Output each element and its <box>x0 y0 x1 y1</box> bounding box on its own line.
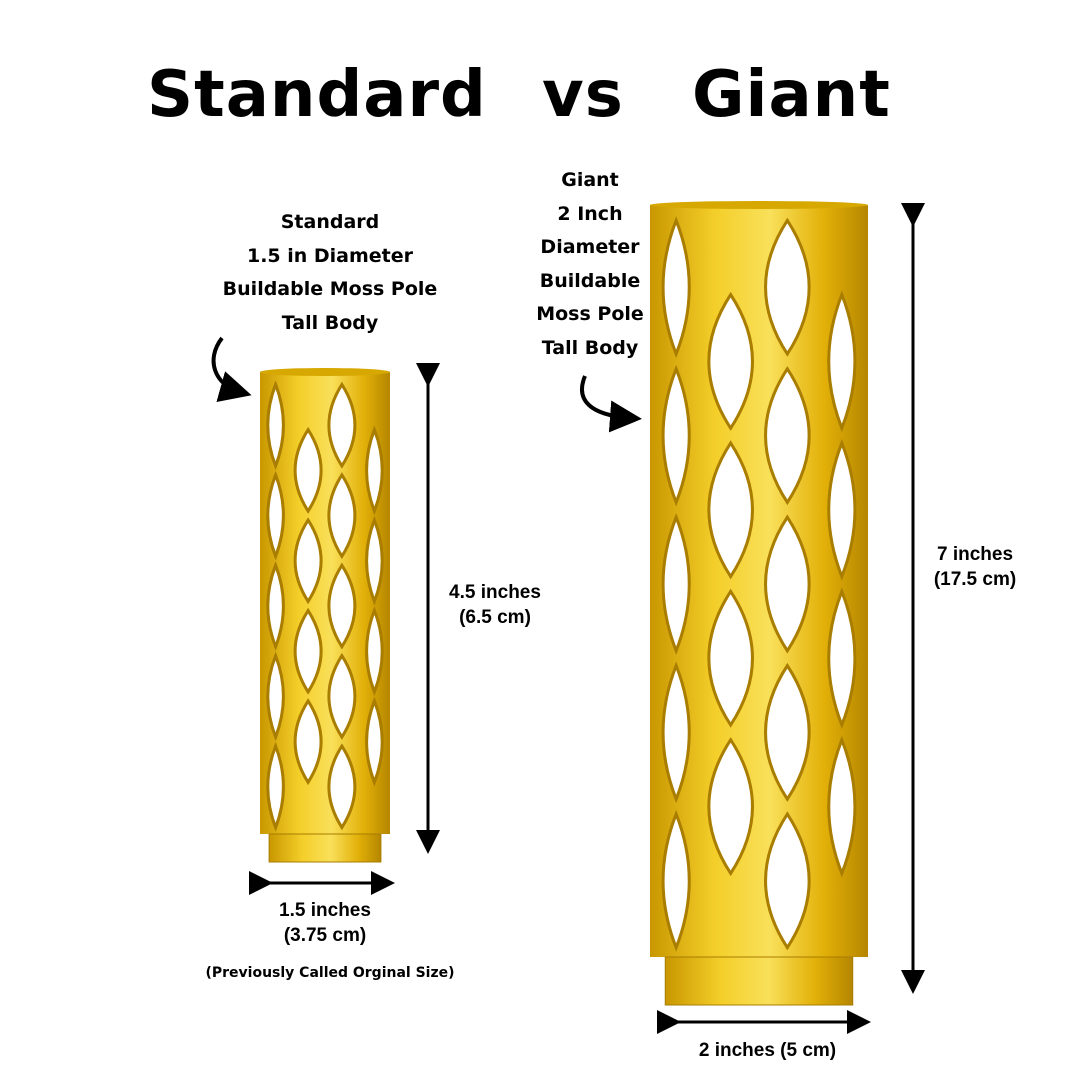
pole-cutout <box>266 741 285 832</box>
giant-label-line: 2 Inch <box>557 202 623 225</box>
pole-cutout <box>707 737 754 877</box>
standard-label: Standard 1.5 in Diameter Buildable Moss … <box>190 206 470 340</box>
pole-cutout <box>327 743 357 831</box>
standard-note: (Previously Called Orginal Size) <box>205 965 455 981</box>
pole-cutout <box>707 440 754 580</box>
pole-rim <box>260 368 390 376</box>
pole-cutout <box>827 735 857 878</box>
giant-moss-pole <box>650 201 868 1006</box>
standard-curved-arrow-icon <box>211 336 252 402</box>
pole-rim <box>650 201 868 209</box>
pole-cutout <box>266 561 285 651</box>
pole-cutout <box>764 366 811 506</box>
title-vs: vs <box>542 58 624 132</box>
pole-cutout <box>707 291 754 431</box>
pole-base <box>268 833 382 863</box>
pole-cutout <box>266 380 285 471</box>
pole-cutout <box>327 381 357 469</box>
giant-curved-arrow-icon <box>580 375 642 433</box>
pole-cutout <box>707 588 754 728</box>
pole-cutout <box>293 426 323 514</box>
giant-label: Giant 2 Inch Diameter Buildable Moss Pol… <box>510 164 670 365</box>
pole-cutout <box>266 651 285 742</box>
pole-cutout <box>365 425 384 516</box>
pole-cutout <box>365 696 384 787</box>
pole-cutout <box>327 562 357 650</box>
standard-label-line: Buildable Moss Pole <box>222 278 438 300</box>
standard-height-line: 4.5 inches <box>449 582 541 603</box>
pole-cutout <box>661 661 691 804</box>
standard-width-line: 1.5 inches <box>279 900 371 921</box>
pole-cutout <box>764 514 811 654</box>
pole-cutout <box>365 515 384 606</box>
title-standard: Standard <box>147 58 487 132</box>
pole-cutout <box>661 513 691 655</box>
standard-label-line: Standard <box>280 211 380 233</box>
giant-height-label: 7 inches (17.5 cm) <box>900 542 1050 592</box>
pole-cutout <box>293 607 323 695</box>
pole-cutout <box>661 809 691 952</box>
pole-cutout <box>764 811 811 951</box>
standard-width-label: 1.5 inches (3.75 cm) <box>250 898 400 948</box>
pole-cutout <box>266 470 285 561</box>
standard-height-line: (6.5 cm) <box>459 607 531 628</box>
pole-cutout <box>293 517 323 605</box>
giant-height-line: (17.5 cm) <box>933 569 1017 590</box>
standard-label-line: Tall Body <box>281 311 379 334</box>
pole-base <box>664 956 854 1006</box>
pole-cutout <box>365 606 384 697</box>
pole-cutout <box>764 217 811 357</box>
title-giant: Giant <box>692 58 891 132</box>
pole-cutout <box>661 216 691 359</box>
giant-label-line: Tall Body <box>541 336 639 359</box>
pole-cutout <box>764 662 811 802</box>
pole-cutout <box>827 290 857 433</box>
pole-cutout <box>327 472 357 560</box>
standard-height-label: 4.5 inches (6.5 cm) <box>420 580 570 630</box>
standard-width-line: (3.75 cm) <box>283 925 367 946</box>
standard-label-line: 1.5 in Diameter <box>246 244 414 267</box>
giant-label-line: Moss Pole <box>536 303 644 325</box>
pole-cutout <box>827 587 857 730</box>
pole-cutout <box>661 364 691 507</box>
pole-cutout <box>293 698 323 786</box>
giant-label-line: Buildable <box>539 269 641 292</box>
giant-width-label: 2 inches (5 cm) <box>698 1040 837 1061</box>
giant-height-line: 7 inches <box>936 544 1014 565</box>
giant-label-line: Diameter <box>540 236 640 258</box>
standard-moss-pole <box>260 368 390 863</box>
pole-cutout <box>327 652 357 740</box>
giant-label-line: Giant <box>561 169 619 191</box>
pole-cutout <box>827 438 857 581</box>
